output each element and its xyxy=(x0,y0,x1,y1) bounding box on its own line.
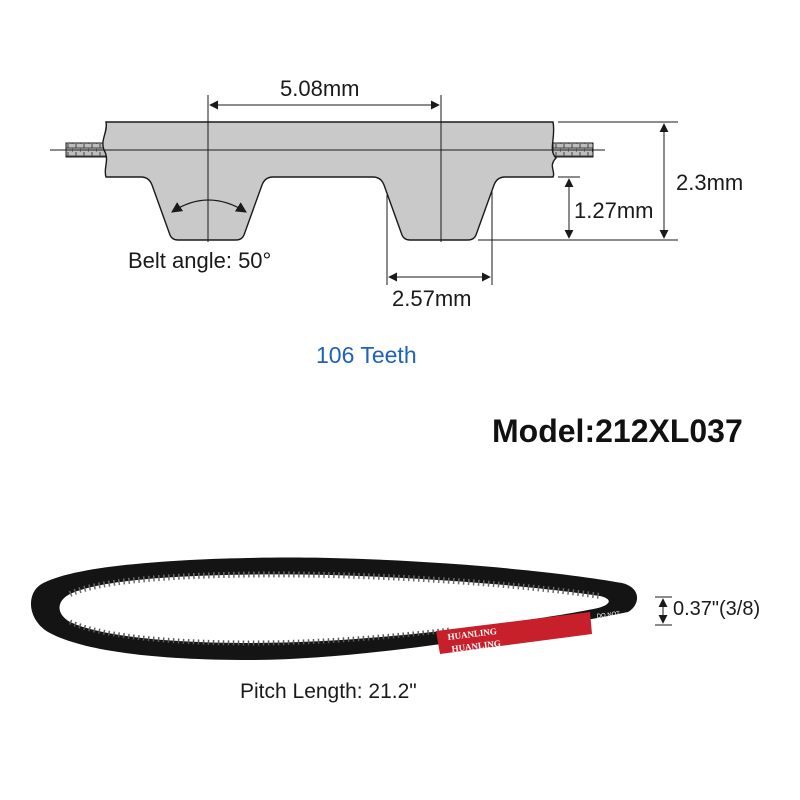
brand-label xyxy=(436,612,592,654)
belt-teeth-texture-lower xyxy=(68,619,451,646)
tooth-height-label: 1.27mm xyxy=(574,198,654,223)
belt-angle-arc xyxy=(171,199,247,213)
total-height-label: 2.3mm xyxy=(676,170,744,195)
belt-inner-hole xyxy=(59,574,609,643)
belt-width-dimension xyxy=(655,596,672,626)
tooth-width-label: 2.57mm xyxy=(392,286,472,311)
warning-text: DO NOT xyxy=(597,611,621,620)
profile-body xyxy=(102,121,557,241)
pitch-label: 5.08mm xyxy=(280,76,360,101)
belt-tooth-profile xyxy=(50,95,678,285)
belt-width-label: 0.37"(3/8) xyxy=(673,598,761,620)
code-text: 212-XL xyxy=(593,618,617,628)
belt-angle-label: Belt angle: 50° xyxy=(128,248,272,273)
belt-loop xyxy=(30,557,638,660)
pitch-length-label: Pitch Length: 21.2" xyxy=(240,680,417,703)
teeth-count-label: 106 Teeth xyxy=(316,342,417,368)
model-label: Model:212XL037 xyxy=(492,413,743,449)
